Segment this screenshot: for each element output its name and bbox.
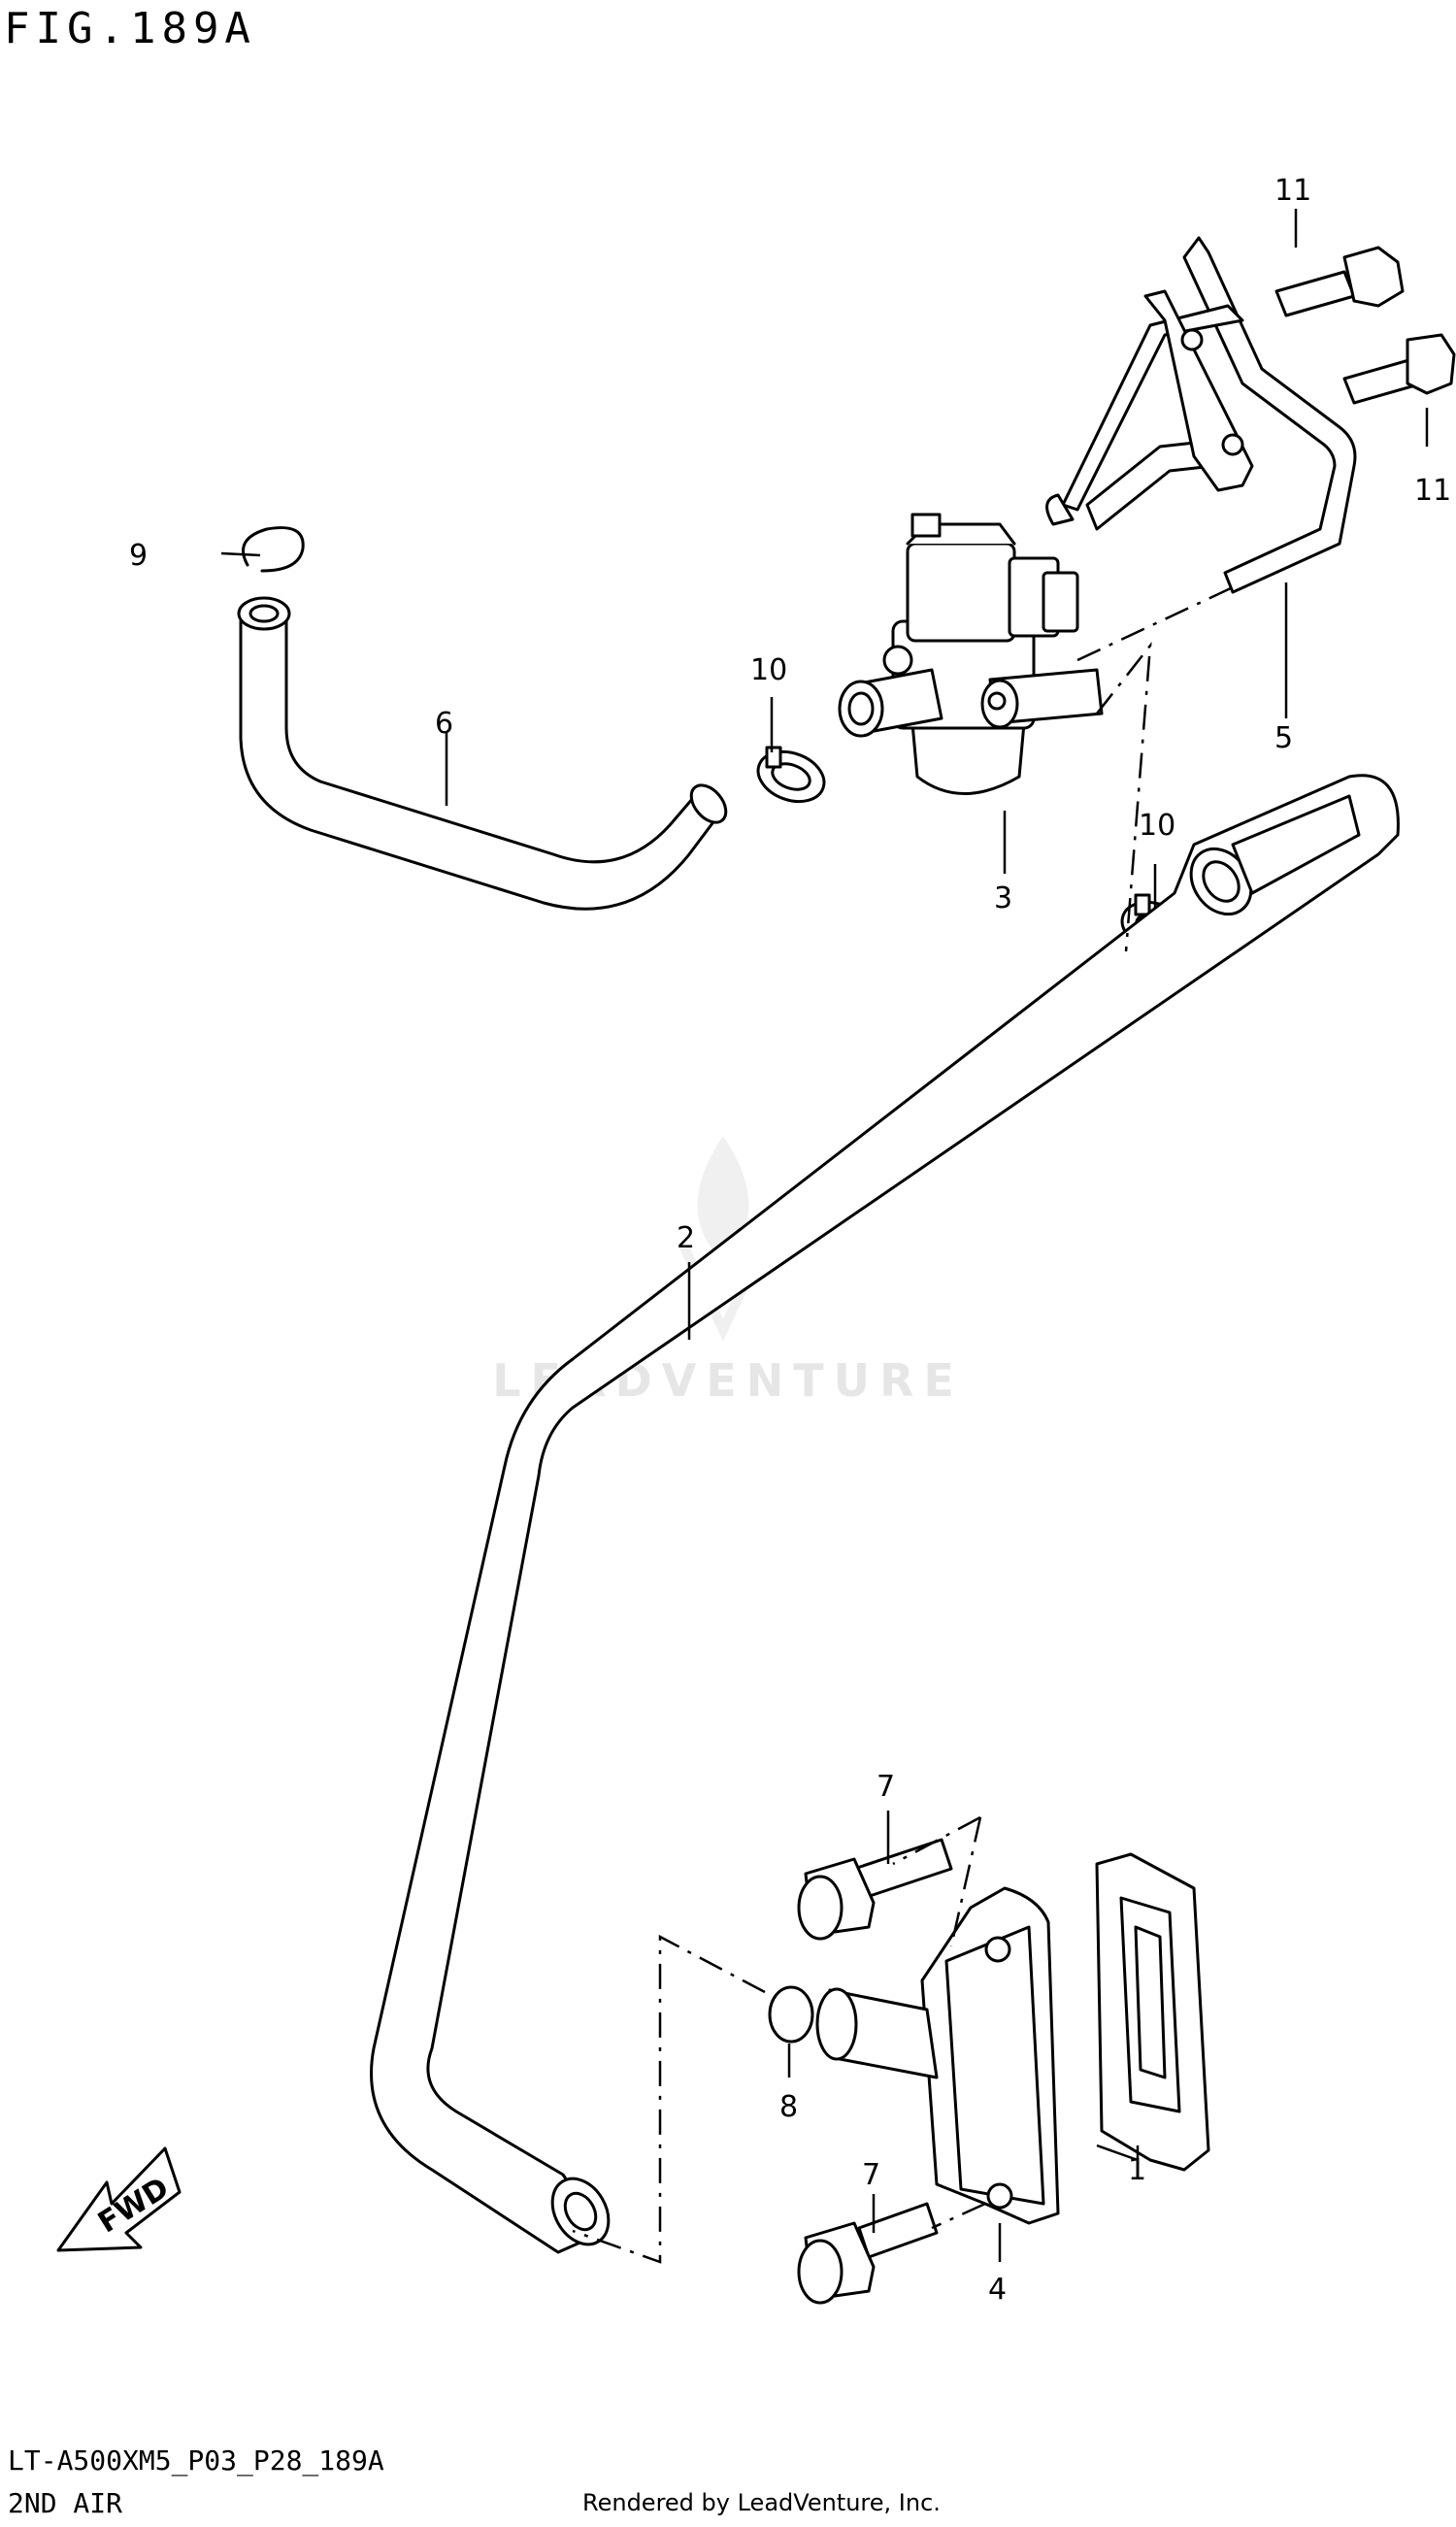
part-8-oring[interactable] [768,1985,814,2044]
callout-2: 2 [677,1221,695,1255]
figure-title: FIG.189A [4,4,256,53]
fwd-arrow: FWD [56,2146,182,2252]
part-3-valve[interactable] [838,513,1104,795]
part-9-clip[interactable] [242,526,305,573]
section-name: 2ND AIR [8,2487,123,2519]
callout-10-upper: 10 [750,653,787,687]
render-credit: Rendered by LeadVenture, Inc. [582,2489,941,2516]
callout-9: 9 [129,539,148,573]
callout-10-lower: 10 [1139,809,1175,843]
part-11-bolt-lower[interactable] [1342,333,1456,405]
callout-4: 4 [988,2273,1007,2307]
part-4-cover[interactable] [815,1886,1060,2225]
part-2-hose[interactable] [370,774,1400,2254]
leader-lines [220,209,1429,2262]
part-7-bolt-lower[interactable] [797,2202,939,2305]
part-1-gasket[interactable] [1095,1852,1210,2172]
part-11-bolt-upper[interactable] [1274,246,1405,317]
callout-1: 1 [1128,2153,1146,2187]
callout-11-upper: 11 [1274,174,1311,208]
callout-5: 5 [1274,721,1293,755]
callout-7-lower: 7 [862,2158,880,2192]
part-7-bolt-upper[interactable] [797,1838,953,1941]
part-6-hose[interactable] [237,596,733,911]
callout-6: 6 [435,707,453,741]
callout-8: 8 [779,2090,798,2124]
callout-7-upper: 7 [877,1770,895,1804]
callout-11-lower: 11 [1414,474,1451,508]
model-code: LT-A500XM5_P03_P28_189A [8,2444,384,2477]
callout-3: 3 [994,881,1012,915]
part-5-pipe[interactable] [1045,236,1357,594]
part-10-clamp-upper[interactable] [751,743,831,810]
assembly-lines [572,585,1234,2264]
